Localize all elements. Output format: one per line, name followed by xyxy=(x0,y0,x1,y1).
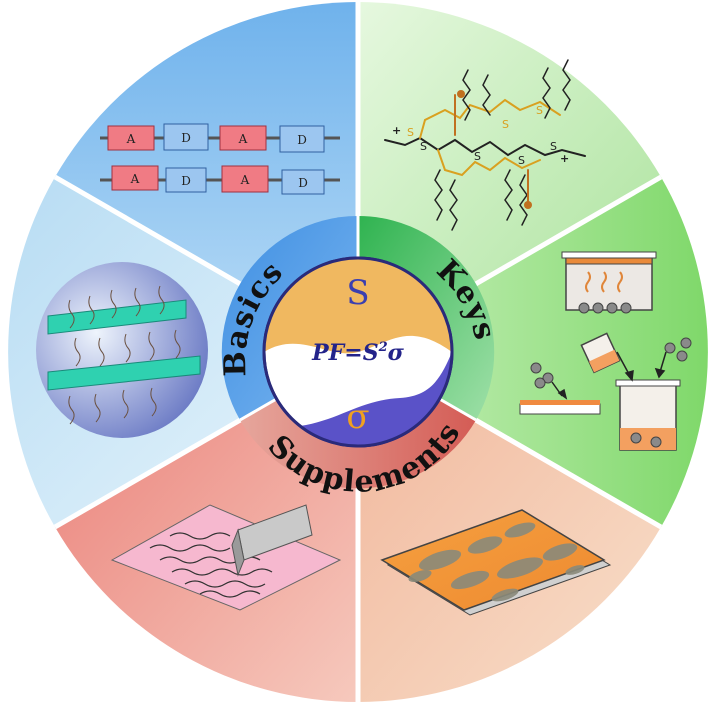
seebeck-symbol: S xyxy=(346,273,369,313)
dopant-particles xyxy=(530,337,692,389)
donor-block: D xyxy=(165,167,207,193)
conductivity-symbol: σ xyxy=(346,397,369,437)
svg-text:A: A xyxy=(130,172,140,186)
da-block-row-top: A D A D xyxy=(107,123,325,153)
svg-text:S: S xyxy=(407,126,414,139)
acceptor-block: A xyxy=(219,125,267,151)
svg-text:+: + xyxy=(560,152,569,165)
acceptor-block: A xyxy=(111,165,159,191)
solution-beaker xyxy=(615,379,681,451)
svg-text:S: S xyxy=(536,104,543,117)
svg-text:D: D xyxy=(181,131,191,145)
center-yin-yang: S σ PF=S2σ xyxy=(262,256,454,448)
svg-text:A: A xyxy=(126,132,136,146)
donor-block: D xyxy=(279,125,325,153)
svg-text:S: S xyxy=(518,154,525,167)
svg-text:D: D xyxy=(298,176,308,190)
power-factor-formula: PF=S2σ xyxy=(311,340,405,366)
svg-text:S: S xyxy=(474,150,481,163)
aligned-film xyxy=(110,504,342,611)
svg-text:S: S xyxy=(550,140,557,153)
svg-text:A: A xyxy=(238,132,248,146)
svg-text:A: A xyxy=(240,173,250,187)
svg-text:S: S xyxy=(420,140,427,153)
donor-acceptor-backbone: A D A D A D A D xyxy=(100,123,340,195)
blade xyxy=(231,504,313,577)
yin-half-orange xyxy=(264,258,452,354)
tilted-vial xyxy=(580,332,621,374)
blend-film xyxy=(380,509,612,616)
svg-text:S: S xyxy=(502,118,509,131)
process-arrows xyxy=(551,351,667,400)
heating-chamber xyxy=(561,251,657,314)
donor-block: D xyxy=(281,169,325,195)
substrate-film xyxy=(519,400,601,415)
acceptor-block: A xyxy=(221,165,269,193)
doped-polymer-molecule: S S S S S S S + + xyxy=(384,59,586,231)
donor-block: D xyxy=(163,123,209,151)
acceptor-block: A xyxy=(107,125,155,151)
svg-text:+: + xyxy=(392,124,401,137)
processing-illustration xyxy=(519,251,692,451)
svg-text:D: D xyxy=(181,174,191,188)
lamellar-disk xyxy=(36,262,208,438)
yang-half-purple xyxy=(300,352,452,446)
da-block-row-bottom: A D A D xyxy=(111,165,325,195)
svg-text:D: D xyxy=(297,133,307,147)
